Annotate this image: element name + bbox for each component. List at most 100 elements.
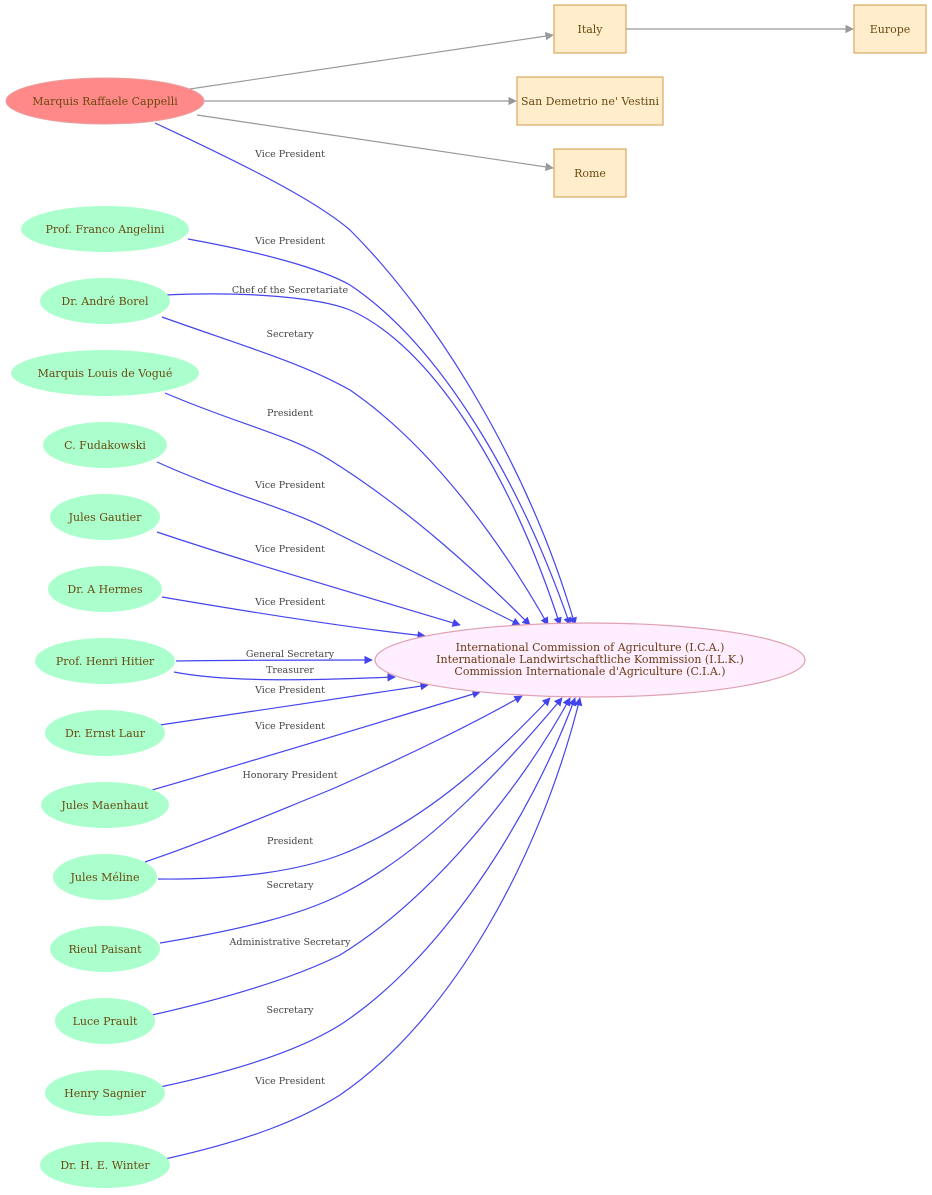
- relation-edge-angelini: [187, 238, 572, 626]
- relation-edge-sagnier: [159, 697, 577, 1088]
- person-label: Dr. A Hermes: [67, 583, 143, 596]
- node-cappelli[interactable]: Marquis Raffaele Cappelli: [5, 77, 205, 125]
- relation-label: Honorary President: [242, 770, 337, 781]
- relation-edge-borel: [161, 316, 549, 626]
- relation-label: Administrative Secretary: [229, 937, 352, 948]
- person-label: Prof. Franco Angelini: [46, 223, 165, 236]
- relation-label: Treasurer: [266, 665, 314, 676]
- person-label: Luce Prault: [73, 1015, 138, 1028]
- person-label: Prof. Henri Hitier: [56, 655, 155, 668]
- relation-edge-prault: [151, 697, 571, 1016]
- person-ellipse: [45, 710, 165, 756]
- relation-label: Vice President: [254, 721, 325, 732]
- person-node-laur[interactable]: Dr. Ernst Laur: [45, 710, 165, 756]
- person-node-sagnier[interactable]: Henry Sagnier: [45, 1070, 165, 1116]
- place-link-cappelli-italy: [182, 31, 554, 91]
- person-ellipse: [40, 1142, 170, 1188]
- relation-edge-gautier: [156, 531, 461, 627]
- place-box: [553, 148, 627, 198]
- person-label: Dr. André Borel: [61, 295, 149, 308]
- person-node-winter[interactable]: Dr. H. E. Winter: [40, 1142, 170, 1188]
- relation-edge-hitier: [173, 671, 396, 682]
- relation-label: Secretary: [266, 1005, 314, 1016]
- relation-label: Vice President: [254, 1076, 325, 1087]
- edges-layer: [144, 24, 854, 1160]
- organization-label-line: Commission Internationale d'Agriculture …: [454, 665, 725, 678]
- relation-edge-laur: [159, 681, 429, 726]
- person-node-paisant[interactable]: Rieul Paisant: [50, 926, 160, 972]
- place-node-sandemetrio[interactable]: San Demetrio ne' Vestini: [516, 76, 664, 126]
- relation-edge-hitier: [175, 655, 373, 665]
- relation-edge-paisant: [159, 697, 563, 944]
- person-node-fudakowski[interactable]: C. Fudakowski: [43, 422, 167, 468]
- relation-edge-meline: [144, 695, 523, 863]
- person-ellipse: [53, 854, 157, 900]
- person-node-gautier[interactable]: Jules Gautier: [50, 494, 160, 540]
- person-node-borel[interactable]: Dr. André Borel: [40, 278, 170, 324]
- person-ellipse: [45, 1070, 165, 1116]
- relation-edge-borel: [164, 293, 562, 626]
- relation-label: Vice President: [254, 597, 325, 608]
- person-node-maenhaut[interactable]: Jules Maenhaut: [41, 782, 169, 828]
- relation-edge-cappelli: [154, 122, 577, 626]
- person-label: Marquis Louis de Vogué: [38, 367, 173, 380]
- relation-label: Vice President: [254, 149, 325, 160]
- place-label: Italy: [577, 23, 603, 36]
- relation-label: Vice President: [254, 685, 325, 696]
- organization-ellipse: [374, 622, 806, 698]
- relation-label: Chef of the Secretariate: [232, 285, 349, 296]
- person-ellipse: [43, 422, 167, 468]
- relation-label: Vice President: [254, 480, 325, 491]
- person-ellipse: [35, 638, 175, 684]
- place-label: Europe: [870, 23, 911, 36]
- relation-edge-fudakowski: [156, 461, 521, 626]
- place-node-rome[interactable]: Rome: [553, 148, 627, 198]
- person-node-hitier[interactable]: Prof. Henri Hitier: [35, 638, 175, 684]
- person-label: C. Fudakowski: [64, 439, 146, 452]
- person-ellipse: [50, 494, 160, 540]
- place-node-italy[interactable]: Italy: [553, 4, 627, 54]
- relation-label: Vice President: [254, 236, 325, 247]
- relation-label: President: [267, 836, 313, 847]
- relation-edge-vogue: [164, 392, 531, 626]
- relation-edge-maenhaut: [151, 690, 481, 791]
- person-ellipse: [41, 782, 169, 828]
- relation-label: Secretary: [266, 880, 314, 891]
- main-person-ellipse: [5, 77, 205, 125]
- person-label: Dr. Ernst Laur: [65, 727, 146, 740]
- person-label: Dr. H. E. Winter: [60, 1159, 150, 1172]
- person-node-hermes[interactable]: Dr. A Hermes: [48, 566, 162, 612]
- relation-label: General Secretary: [246, 649, 335, 660]
- organization-node[interactable]: International Commission of Agriculture …: [374, 622, 806, 698]
- person-label: Jules Gautier: [68, 511, 143, 524]
- place-box: [553, 4, 627, 54]
- person-node-vogue[interactable]: Marquis Louis de Vogué: [11, 350, 199, 396]
- person-label: Jules Méline: [69, 871, 139, 884]
- person-label: Rieul Paisant: [68, 943, 142, 956]
- relation-label: Vice President: [254, 544, 325, 555]
- person-ellipse: [11, 350, 199, 396]
- person-node-meline[interactable]: Jules Méline: [53, 854, 157, 900]
- person-label: Jules Maenhaut: [60, 799, 149, 812]
- relation-edge-meline: [157, 697, 551, 880]
- person-ellipse: [48, 566, 162, 612]
- organization-label-line: International Commission of Agriculture …: [456, 641, 725, 654]
- person-ellipse: [21, 206, 189, 252]
- place-label: San Demetrio ne' Vestini: [521, 95, 659, 108]
- main-person-label: Marquis Raffaele Cappelli: [32, 95, 178, 108]
- person-ellipse: [50, 926, 160, 972]
- place-box: [853, 4, 927, 54]
- place-box: [516, 76, 664, 126]
- person-node-angelini[interactable]: Prof. Franco Angelini: [21, 206, 189, 252]
- person-node-prault[interactable]: Luce Prault: [55, 998, 155, 1044]
- relation-edge-hermes: [161, 596, 426, 640]
- person-ellipse: [40, 278, 170, 324]
- place-node-europe[interactable]: Europe: [853, 4, 927, 54]
- place-label: Rome: [574, 167, 606, 180]
- place-link-cappelli-rome: [196, 114, 554, 172]
- relation-edge-winter: [164, 697, 583, 1160]
- relation-label: President: [267, 408, 313, 419]
